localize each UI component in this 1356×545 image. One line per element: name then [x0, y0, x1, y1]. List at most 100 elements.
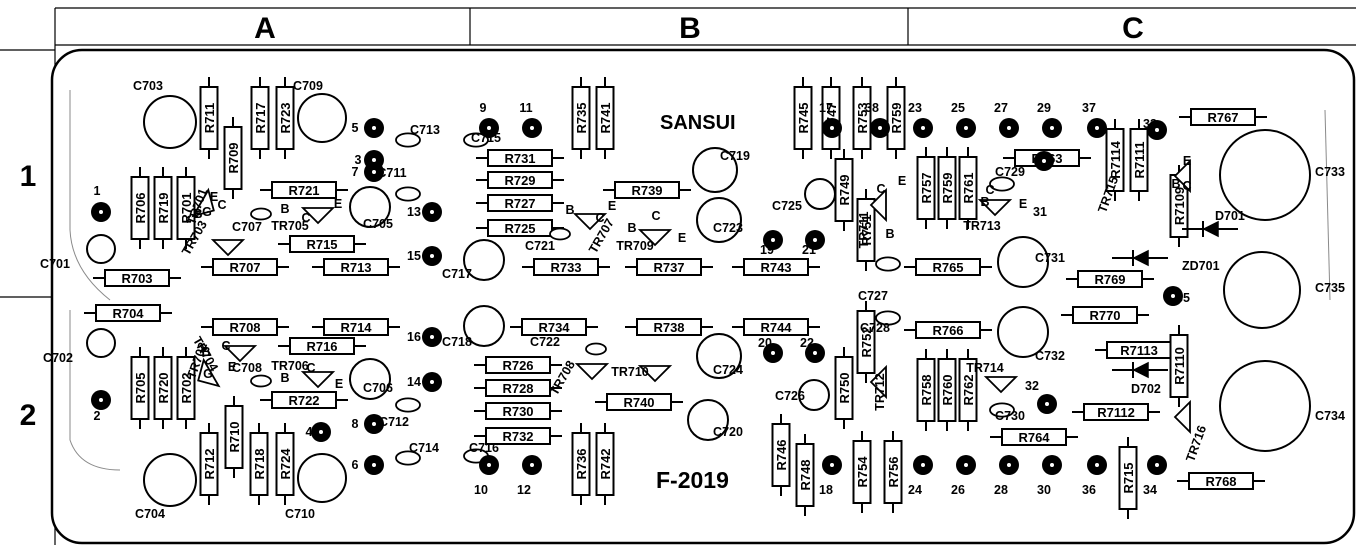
resistor-r728: R728 — [474, 379, 562, 397]
resistor-r767: R767 — [1179, 108, 1267, 126]
capacitor-c720: C720 — [687, 399, 743, 441]
pin-letter: C — [651, 209, 660, 223]
resistor-label: R7111 — [1132, 142, 1147, 179]
capacitor-label: C723 — [713, 221, 743, 235]
resistor-r713: R713 — [312, 258, 400, 276]
resistor-r709: R709 — [223, 117, 243, 199]
pad-number: 32 — [1025, 379, 1039, 393]
resistor-label: R753 — [855, 102, 870, 133]
pad-7: 7 — [352, 162, 384, 182]
capacitor-label: C716 — [469, 441, 499, 455]
capacitor-label: C709 — [293, 79, 323, 93]
resistor-label: R735 — [574, 102, 589, 133]
resistor-label: R729 — [504, 173, 535, 188]
resistor-label: R750 — [837, 372, 852, 403]
resistor-label: R767 — [1207, 110, 1238, 125]
pad-number: 11 — [519, 101, 532, 115]
resistor-r719: R719 — [153, 167, 173, 249]
column-label-a: A — [254, 12, 276, 45]
pin-letter: C — [876, 182, 885, 196]
resistor-r708: R708 — [201, 318, 289, 336]
pad-number: 8 — [352, 417, 359, 431]
transistor-symbol — [300, 207, 336, 225]
pad-number: 30 — [1037, 483, 1051, 497]
pin-letter: B — [201, 345, 210, 359]
resistor-label: R761 — [961, 172, 976, 203]
transistor-label: TR709 — [616, 239, 654, 253]
capacitor-c733: C733 — [1219, 129, 1345, 221]
resistor-r718: R718 — [249, 423, 269, 505]
resistor-label: R702 — [179, 372, 194, 403]
transistor-symbol — [977, 199, 1013, 217]
capacitor-c727: C727 — [858, 256, 901, 303]
capacitor-label: C703 — [133, 79, 163, 93]
resistor-r744: R744 — [732, 318, 820, 336]
resistor-label: R716 — [306, 339, 337, 354]
capacitor-c729: C729 — [989, 165, 1025, 192]
resistor-r748: R748 — [795, 434, 815, 516]
resistor-r701: R701 — [176, 167, 196, 249]
pad-number: 22 — [800, 336, 814, 350]
pin-letter: C — [221, 339, 230, 353]
resistor-r703: R703 — [93, 269, 181, 287]
pin-letter: C — [306, 361, 315, 375]
pad-21: 21 — [802, 230, 825, 257]
resistor-r743: R743 — [732, 258, 820, 276]
resistor-r729: R729 — [476, 171, 564, 189]
capacitor-label: C702 — [43, 351, 73, 365]
resistor-label: R734 — [538, 320, 570, 335]
diode-d702: D702 — [1112, 361, 1168, 396]
resistor-label: R743 — [760, 260, 791, 275]
resistor-r727: R727 — [476, 194, 564, 212]
pad-19: 19 — [760, 230, 783, 257]
resistor-r760: R760 — [937, 349, 957, 431]
resistor-r706: R706 — [130, 167, 150, 249]
capacitor-c718: C718 — [442, 305, 505, 349]
pad-layer: 1234567891011121314151617181920212223242… — [91, 101, 1190, 497]
capacitor-label: C710 — [285, 507, 315, 521]
resistor-label: R723 — [278, 102, 293, 133]
capacitor-c725: C725 — [772, 178, 836, 213]
capacitor-c730: C730 — [989, 402, 1025, 423]
pad-31: 31 — [1033, 151, 1054, 219]
capacitor-label: C712 — [379, 415, 409, 429]
pad-24: 24 — [908, 455, 933, 497]
resistor-r711: R711 — [199, 77, 219, 159]
pin-letter: E — [1183, 154, 1191, 168]
transistor-label: TR706 — [271, 359, 309, 373]
transistor-symbol — [191, 187, 215, 218]
resistor-r704: R704 — [84, 304, 172, 322]
pad-1: 1 — [91, 184, 111, 222]
pad-number: 28 — [994, 483, 1008, 497]
pad-6: 6 — [352, 455, 384, 475]
capacitor-c702: C702 — [43, 328, 116, 365]
resistor-label: R749 — [837, 174, 852, 205]
resistor-label: R733 — [550, 260, 581, 275]
resistor-r770: R770 — [1061, 306, 1149, 324]
pad-number: 24 — [908, 483, 922, 497]
pin-letter: C — [217, 198, 226, 212]
resistor-label: R748 — [798, 459, 813, 490]
pad-2: 2 — [91, 390, 111, 423]
resistor-label: R7113 — [1120, 343, 1158, 358]
resistor-r757: R757 — [916, 147, 936, 229]
resistor-label: R746 — [774, 439, 789, 470]
capacitor-label: C728 — [860, 321, 890, 335]
pad-14: 14 — [407, 372, 442, 392]
pin-letter: B — [1171, 177, 1180, 191]
pin-letter: B — [565, 203, 574, 217]
pin-letter: E — [678, 231, 686, 245]
transistor-symbol — [983, 376, 1019, 394]
pad-4: 4 — [306, 422, 331, 442]
transistor-tr705: TR705 — [271, 207, 336, 233]
pin-letter: G — [203, 367, 213, 381]
resistor-label: R744 — [760, 320, 792, 335]
pin-letter: C — [595, 211, 604, 225]
resistor-r754: R754 — [852, 431, 872, 513]
resistor-r7112: R7112 — [1072, 403, 1160, 421]
pin-letter: C — [985, 183, 994, 197]
pad-number: 18 — [819, 483, 833, 497]
transistor-tr709: TR709 — [616, 229, 673, 253]
row-label-1: 1 — [20, 160, 37, 193]
